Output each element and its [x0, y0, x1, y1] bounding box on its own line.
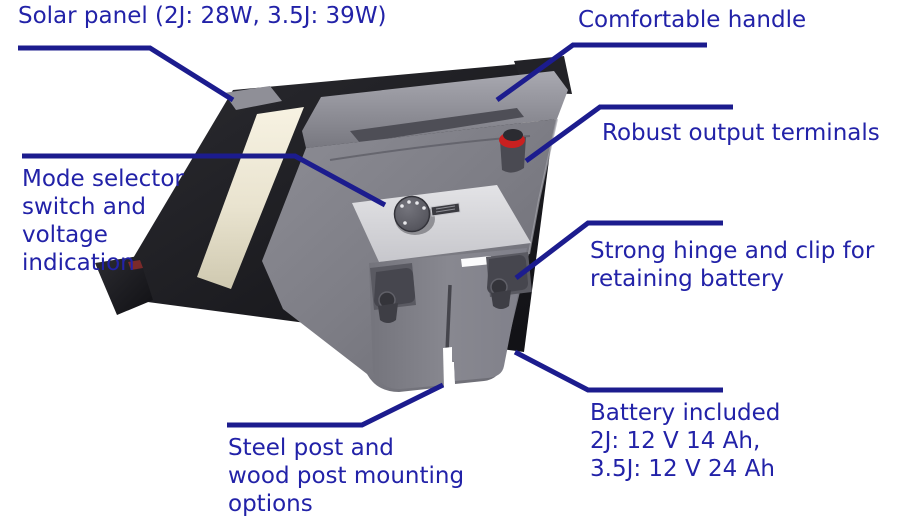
label-hinge-clip: Strong hinge and clip for retaining batt…: [590, 238, 875, 292]
leader-output-terminals: [524, 104, 733, 164]
product-label-sticker: [461, 256, 492, 267]
leader-battery: [513, 349, 723, 393]
leader-mode-selector: [22, 153, 387, 208]
mounting-notch: [443, 347, 452, 389]
output-terminal: [499, 129, 526, 173]
battery-clip-left: [370, 263, 416, 323]
label-battery: Battery included 2J: 12 V 14 Ah, 3.5J: 1…: [590, 400, 781, 482]
label-mounting: Steel post and wood post mounting option…: [228, 435, 465, 517]
solar-panel-corner-cap: [224, 86, 282, 110]
mode-knob: [393, 195, 435, 235]
label-output-terminals: Robust output terminals: [602, 120, 880, 146]
leader-hinge-clip: [514, 220, 723, 280]
label-solar-panel: Solar panel (2J: 28W, 3.5J: 39W): [18, 3, 387, 29]
solar-panel-foot: [95, 256, 153, 315]
handle-grip-gap: [350, 108, 524, 143]
solar-panel-foot-accent: [128, 260, 143, 270]
case-right-edge-highlight: [528, 118, 558, 255]
energizer-body: [262, 71, 568, 392]
battery-clip-right: [486, 252, 532, 309]
leader-handle: [495, 42, 707, 103]
solar-panel-glass-edge: [197, 107, 304, 289]
door-groove: [445, 284, 452, 353]
voltage-display: [430, 202, 461, 217]
leader-mounting: [227, 382, 445, 428]
label-mode-selector: Mode selector switch and voltage indicat…: [22, 166, 184, 276]
label-handle: Comfortable handle: [578, 7, 807, 33]
leader-solar-panel: [18, 45, 235, 103]
